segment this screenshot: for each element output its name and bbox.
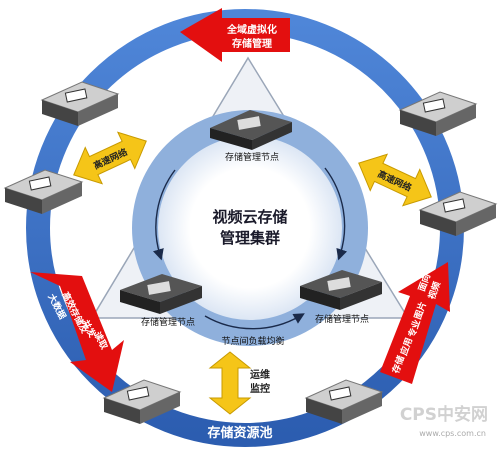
red-arrow-top-line2: 存储管理: [232, 37, 272, 50]
red-arrow-right: 面向 视频 图片 专业 应用 存储: [380, 262, 450, 384]
yellow-arrow-bottom-line1: 运维: [250, 368, 270, 381]
storage-server-4: [418, 191, 498, 236]
load-balance-label: 节点间负载均衡: [221, 335, 284, 347]
red-arrow-top: 全域虚拟化 存储管理: [180, 8, 290, 62]
yellow-arrow-bottom-line2: 监控: [250, 382, 270, 395]
storage-server-3: [398, 91, 478, 136]
yellow-arrow-right: 高速网络: [358, 153, 432, 207]
center-title-line1: 视频云存储: [212, 208, 287, 226]
cycle-arrow-bottom: [204, 313, 305, 330]
cycle-arrow-right: [324, 167, 348, 261]
server-left: [120, 274, 202, 314]
core-disc: [158, 136, 342, 320]
storage-server-6: [304, 379, 384, 424]
server-top: [210, 110, 292, 150]
node-label-right: 存储管理节点: [315, 313, 369, 325]
watermark-url: www.cps.com.cn: [419, 429, 486, 438]
storage-pool-label: 存储资源池: [207, 425, 272, 441]
cycle-arrow-left: [153, 169, 176, 261]
server-right: [300, 270, 382, 310]
storage-server-5: [102, 379, 182, 424]
storage-server-2: [3, 169, 84, 214]
node-label-top: 存储管理节点: [225, 151, 279, 163]
storage-server-1: [40, 81, 120, 126]
yellow-arrow-bottom: 运维 监控: [208, 351, 270, 415]
node-label-left: 存储管理节点: [141, 316, 195, 328]
red-arrow-top-line1: 全域虚拟化: [226, 23, 277, 36]
watermark-brand: CPS中安网: [400, 404, 488, 425]
center-title-line2: 管理集群: [220, 229, 280, 247]
